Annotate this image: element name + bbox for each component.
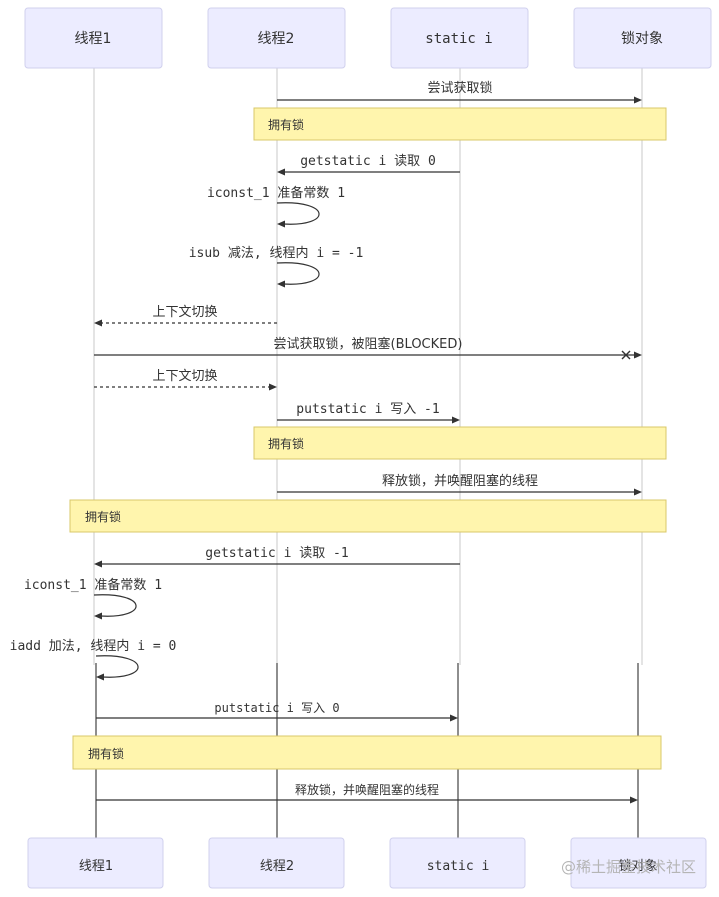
message-label-isub: isub 减法, 线程内 i = -1 bbox=[189, 245, 364, 261]
arrowhead-try-lock bbox=[634, 96, 642, 104]
arrowhead-getstatic-neg1 bbox=[94, 560, 102, 568]
self-loop-isub bbox=[276, 262, 320, 285]
actor-thread2-bottom-label: 线程2 bbox=[260, 859, 294, 874]
actor-thread2-bottom: 线程2 bbox=[208, 837, 345, 889]
message-label-try-lock-blocked: 尝试获取锁，被阻塞(BLOCKED) bbox=[274, 336, 463, 352]
actor-static-i-top: static i bbox=[390, 7, 529, 69]
message-label-release-lock-1: 释放锁，并唤醒阻塞的线程 bbox=[382, 473, 538, 489]
arrowhead-getstatic-0 bbox=[277, 168, 285, 176]
actor-static-i-bottom-label: static i bbox=[427, 859, 490, 874]
arrowhead-iadd bbox=[96, 673, 104, 681]
actor-thread1-bottom-label: 线程1 bbox=[79, 859, 113, 874]
note-owns-lock-2-text: 拥有锁 bbox=[268, 436, 304, 451]
actor-thread1-bottom: 线程1 bbox=[27, 837, 164, 889]
message-label-getstatic-0: getstatic i 读取 0 bbox=[300, 154, 436, 169]
message-label-putstatic-neg1: putstatic i 写入 -1 bbox=[296, 402, 439, 417]
actor-thread2-top-label: 线程2 bbox=[258, 31, 295, 47]
message-label-iadd: iadd 加法, 线程内 i = 0 bbox=[10, 638, 177, 654]
message-label-iconst1-thread1: iconst_1 准备常数 1 bbox=[24, 577, 162, 593]
arrowhead-putstatic-neg1 bbox=[452, 416, 460, 424]
message-label-context-switch-1: 上下文切换 bbox=[152, 305, 217, 320]
message-label-iconst1-thread2: iconst_1 准备常数 1 bbox=[207, 185, 345, 201]
actor-lock-top-label: 锁对象 bbox=[621, 31, 663, 47]
self-loop-iconst1-thread2 bbox=[276, 202, 320, 225]
message-label-putstatic-0: putstatic i 写入 0 bbox=[214, 701, 339, 715]
message-label-release-lock-2: 释放锁，并唤醒阻塞的线程 bbox=[295, 782, 439, 797]
arrowhead-context-switch-2 bbox=[269, 383, 277, 391]
message-label-getstatic-neg1: getstatic i 读取 -1 bbox=[205, 546, 348, 561]
note-owns-lock-3: 拥有锁 bbox=[69, 499, 667, 533]
arrowhead-release-lock-1 bbox=[634, 488, 642, 496]
actor-lock-bottom-label: 锁对象 bbox=[618, 858, 657, 874]
message-label-try-lock: 尝试获取锁 bbox=[427, 80, 492, 96]
note-owns-lock-1: 拥有锁 bbox=[253, 107, 667, 141]
arrowhead-isub bbox=[277, 280, 285, 288]
watermark-text: @稀土掘金技术社区 bbox=[561, 858, 696, 876]
blocked-cross-icon bbox=[621, 350, 631, 360]
actor-lock-bottom: 锁对象 bbox=[570, 837, 707, 889]
arrowhead-iconst1-thread2 bbox=[277, 220, 285, 228]
actor-thread1-top: 线程1 bbox=[24, 7, 163, 69]
actor-static-i-bottom: static i bbox=[389, 837, 526, 889]
arrowhead-release-lock-2 bbox=[630, 796, 638, 804]
actor-lock-top: 锁对象 bbox=[573, 7, 712, 69]
arrowhead-context-switch-1 bbox=[94, 319, 102, 327]
note-owns-lock-1-text: 拥有锁 bbox=[268, 117, 304, 132]
self-loop-iconst1-thread1 bbox=[93, 594, 137, 617]
actor-static-i-top-label: static i bbox=[425, 31, 492, 47]
note-owns-lock-4: 拥有锁 bbox=[72, 735, 662, 770]
actor-thread1-top-label: 线程1 bbox=[75, 31, 112, 47]
actor-thread2-top: 线程2 bbox=[207, 7, 346, 69]
note-owns-lock-4-text: 拥有锁 bbox=[88, 746, 124, 761]
message-label-context-switch-2: 上下文切换 bbox=[152, 369, 217, 384]
note-owns-lock-3-text: 拥有锁 bbox=[85, 509, 121, 524]
note-owns-lock-2: 拥有锁 bbox=[253, 426, 667, 460]
self-loop-iadd bbox=[95, 655, 139, 678]
arrowhead-try-lock-blocked bbox=[634, 351, 642, 359]
arrowhead-putstatic-0 bbox=[450, 714, 458, 722]
arrowhead-iconst1-thread1 bbox=[94, 612, 102, 620]
